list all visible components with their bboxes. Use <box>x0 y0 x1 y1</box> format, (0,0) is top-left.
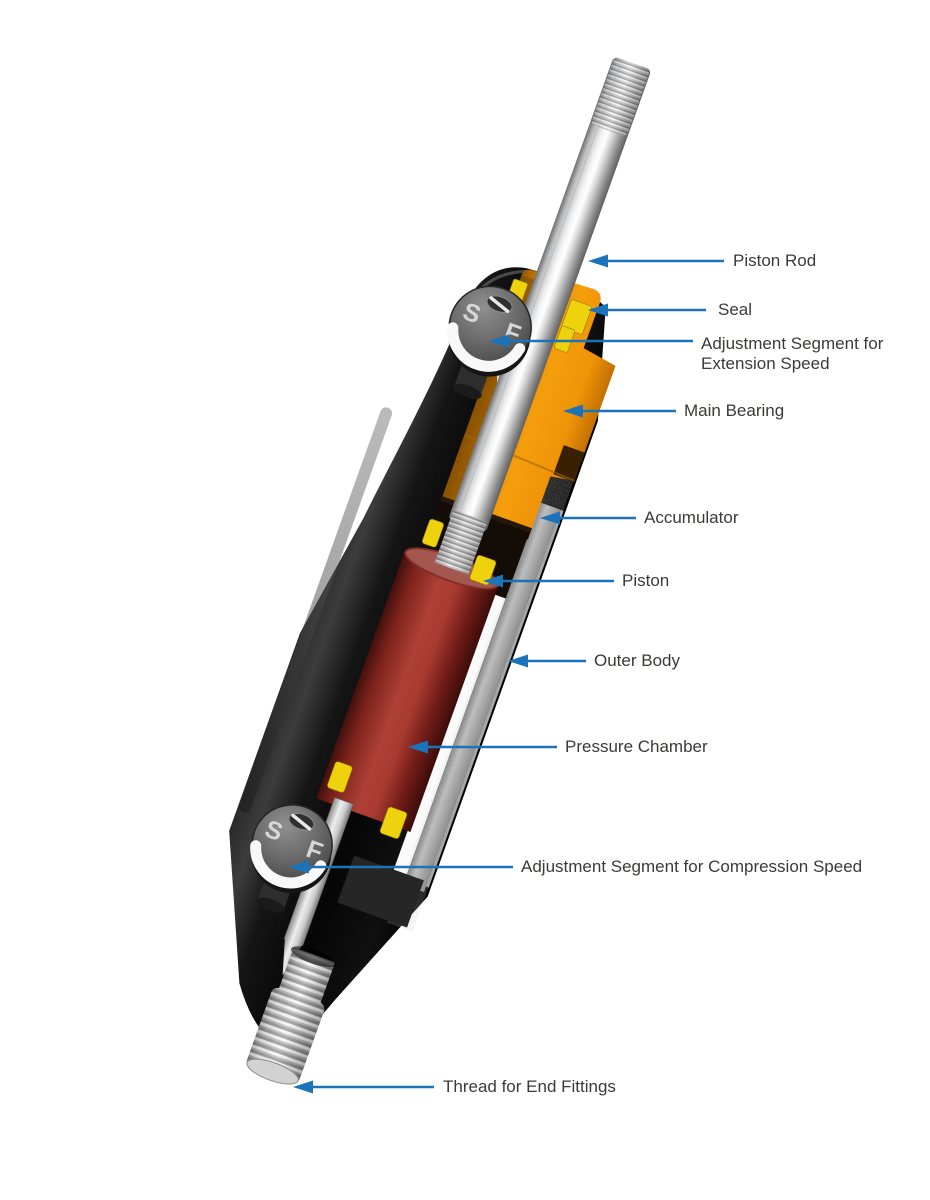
label-seal: Seal <box>718 300 753 319</box>
stud-exit-shadow <box>290 946 337 968</box>
arrow-piston <box>483 574 614 588</box>
arrow-adj-compression <box>289 860 513 874</box>
label-outer-body: Outer Body <box>594 651 680 670</box>
label-thread-end-fittings: Thread for End Fittings <box>443 1077 616 1096</box>
seal-piston-left <box>422 518 444 548</box>
seal-bottom-right <box>379 806 408 839</box>
label-main-bearing: Main Bearing <box>684 401 785 420</box>
seal-group <box>327 278 592 839</box>
label-accumulator: Accumulator <box>644 508 739 527</box>
label-adjustment-extension: Adjustment Segment for Extension Speed <box>701 334 884 373</box>
knob-indicator-crescent <box>447 322 526 372</box>
knob-screw-slash <box>489 296 510 314</box>
label-piston-rod: Piston Rod <box>733 251 817 270</box>
rod-reflection-line <box>457 65 621 518</box>
arrow-outer-body <box>508 654 586 668</box>
pressure-chamber-shape <box>316 549 500 833</box>
adjustment-knob-extension: S F <box>447 285 532 399</box>
arrow-piston-rod <box>588 254 724 268</box>
piston-rod-shape <box>449 57 651 532</box>
callout-arrows <box>289 254 724 1094</box>
arrow-seal <box>588 303 706 317</box>
arrow-main-bearing <box>563 404 676 418</box>
body-left-rim-highlight <box>239 407 393 813</box>
bearing-notch-shadow <box>553 445 585 482</box>
knob-indicator-crescent <box>250 840 327 889</box>
adjustment-knob-compression: S F <box>250 804 333 913</box>
seal-bottom-left <box>327 761 353 793</box>
arrow-pressure-chamber <box>408 740 557 754</box>
arrow-thread-end-fittings <box>293 1080 434 1094</box>
accumulator-edge-line <box>425 509 564 888</box>
piston-pin-thread-overlay <box>434 509 488 575</box>
accumulator-strip <box>403 502 561 893</box>
label-adjustment-compression: Adjustment Segment for Compression Speed <box>521 857 863 876</box>
piston-rod-thread <box>591 57 650 136</box>
arrow-accumulator <box>540 511 636 525</box>
knob-screw-slash <box>291 813 312 831</box>
inner-tube-endcap <box>337 855 424 928</box>
label-piston: Piston <box>622 571 670 590</box>
arrow-adj-extension <box>489 334 693 348</box>
label-pressure-chamber: Pressure Chamber <box>565 737 708 756</box>
seal-piston-right <box>469 555 497 586</box>
thread-stud-shape <box>246 946 337 1085</box>
